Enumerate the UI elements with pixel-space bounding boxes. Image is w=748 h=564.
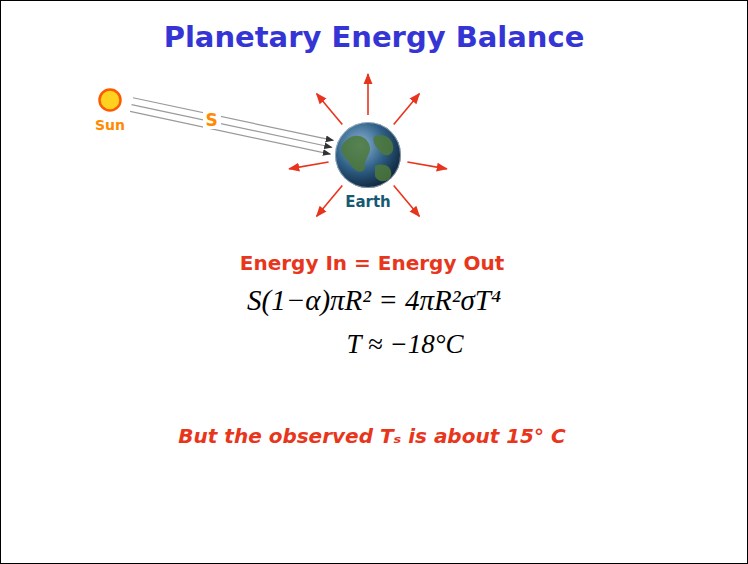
- radiation-arrow: [407, 162, 446, 169]
- radiation-arrow: [317, 186, 343, 217]
- sun-shape: [98, 88, 122, 112]
- node-label: Sun: [95, 117, 125, 133]
- flux-label: S: [203, 111, 221, 130]
- earth-shape: [335, 122, 401, 188]
- energy-equation: S(1−α)πR² = 4πR²σT⁴: [247, 284, 501, 317]
- sunlight-ray: [130, 111, 330, 154]
- observation-note: But the observed Tₛ is about 15° C: [178, 425, 565, 448]
- radiation-arrow: [394, 94, 420, 125]
- radiation-arrow: [394, 186, 420, 217]
- node-label: Earth: [345, 193, 391, 211]
- sunlight-arrow: [132, 105, 332, 148]
- radiation-arrow: [289, 162, 328, 169]
- temperature-result: T ≈ −18°C: [347, 329, 464, 360]
- slide-title: Planetary Energy Balance: [0, 20, 748, 54]
- sunlight-ray: [133, 98, 333, 141]
- sun-circle: Sun: [98, 88, 122, 112]
- balance-statement: Energy In = Energy Out: [240, 252, 504, 275]
- radiation-arrow: [317, 94, 343, 125]
- radiation-arrow: [367, 74, 369, 115]
- earth-globe: Earth: [335, 122, 401, 188]
